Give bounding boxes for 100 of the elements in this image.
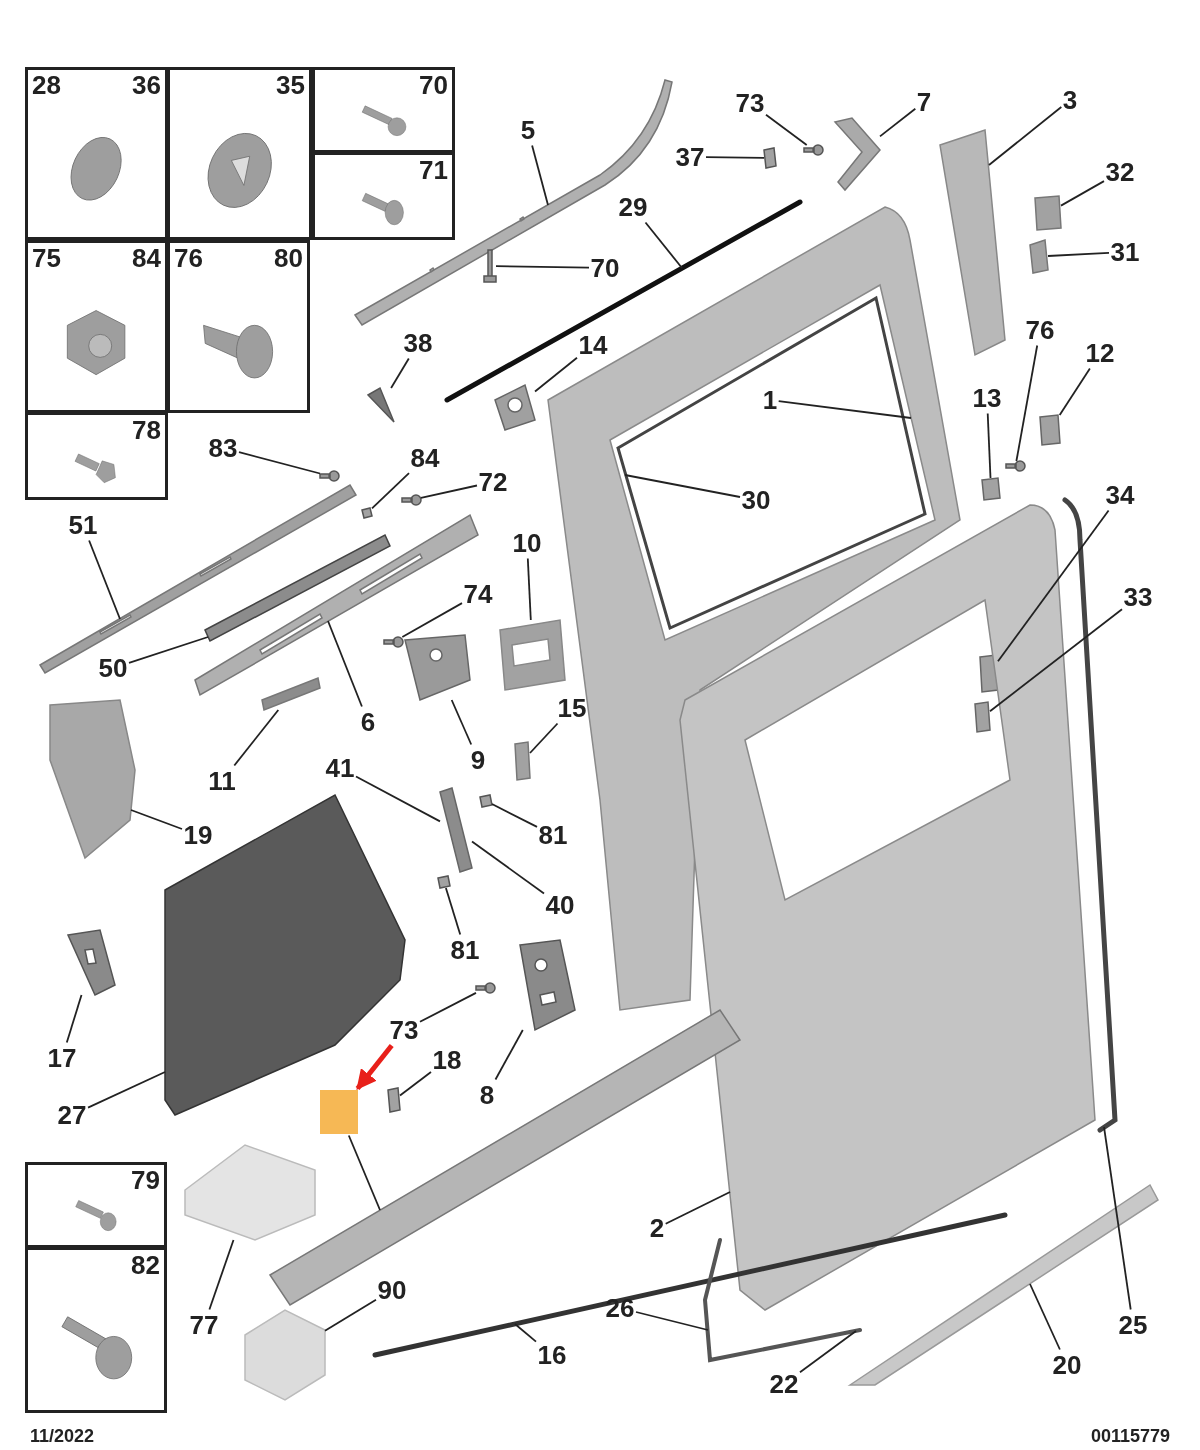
callout-number: 70 bbox=[590, 254, 620, 282]
latch-mechanism bbox=[519, 939, 576, 1031]
leader-line bbox=[355, 775, 441, 823]
callout-number: 40 bbox=[545, 891, 575, 919]
leader-line bbox=[445, 887, 462, 936]
part-inset-cell bbox=[25, 240, 168, 413]
screw bbox=[803, 144, 824, 156]
callout-number: 38 bbox=[403, 329, 433, 357]
leader-line bbox=[401, 602, 463, 638]
handle-bar bbox=[261, 676, 321, 712]
leader-line bbox=[989, 608, 1123, 713]
clip bbox=[479, 794, 493, 808]
pillar-plate bbox=[939, 129, 1006, 357]
callout-number: 84 bbox=[132, 243, 161, 273]
leader-line bbox=[347, 1134, 381, 1211]
callout-number: 72 bbox=[478, 468, 508, 496]
clip bbox=[763, 147, 777, 169]
leader-line bbox=[324, 1298, 377, 1332]
leader-line bbox=[390, 357, 410, 389]
highlight-square bbox=[320, 1090, 358, 1134]
callout-number: 33 bbox=[1123, 583, 1153, 611]
leader-line bbox=[529, 722, 559, 754]
bracket bbox=[66, 929, 116, 997]
leader-line bbox=[327, 620, 363, 708]
leader-line bbox=[664, 1191, 731, 1225]
clip bbox=[437, 875, 451, 889]
leader-line bbox=[399, 1071, 432, 1097]
leader-line bbox=[988, 106, 1063, 166]
leader-line bbox=[494, 1029, 524, 1081]
clip bbox=[361, 507, 373, 519]
leader-line bbox=[777, 400, 912, 419]
callout-number: 14 bbox=[578, 331, 608, 359]
screw bbox=[401, 494, 422, 506]
part-inset-cell bbox=[25, 1162, 167, 1248]
parts-kit-box bbox=[184, 1144, 316, 1241]
part-inset-cell bbox=[167, 67, 312, 240]
callout-number: 76 bbox=[174, 243, 203, 273]
callout-number: 75 bbox=[32, 243, 61, 273]
leader-line bbox=[1015, 344, 1039, 462]
leader-line bbox=[997, 509, 1110, 663]
callout-number: 17 bbox=[47, 1044, 77, 1072]
callout-number: 20 bbox=[1052, 1351, 1082, 1379]
part-inset-cell bbox=[25, 412, 168, 500]
callout-number: 79 bbox=[131, 1165, 160, 1195]
callout-number: 28 bbox=[32, 70, 61, 100]
leader-line bbox=[1058, 367, 1091, 416]
callout-number: 82 bbox=[131, 1250, 160, 1280]
callout-number: 37 bbox=[675, 143, 705, 171]
callout-number: 36 bbox=[132, 70, 161, 100]
callout-number: 18 bbox=[432, 1046, 462, 1074]
part-inset-cell bbox=[25, 67, 168, 240]
bracket bbox=[366, 386, 395, 423]
callout-number: 34 bbox=[1105, 481, 1135, 509]
leader-line bbox=[128, 636, 209, 664]
callout-number: 77 bbox=[189, 1311, 219, 1339]
callout-number: 73 bbox=[735, 89, 765, 117]
clip bbox=[514, 741, 531, 781]
leader-line bbox=[87, 1071, 166, 1109]
callout-number: 13 bbox=[972, 384, 1002, 412]
leader-line bbox=[799, 1330, 857, 1374]
leader-line bbox=[635, 1311, 709, 1331]
leader-line bbox=[65, 994, 83, 1044]
callout-number: 29 bbox=[618, 193, 648, 221]
callout-number: 71 bbox=[419, 155, 448, 185]
part-inset-cell bbox=[25, 1247, 167, 1413]
parts-kit-box bbox=[244, 1309, 326, 1401]
lock-cover bbox=[499, 619, 566, 691]
callout-number: 9 bbox=[470, 746, 486, 774]
leader-line bbox=[495, 265, 590, 269]
callout-number: 11 bbox=[208, 767, 236, 795]
leader-line bbox=[238, 451, 321, 475]
callout-number: 26 bbox=[605, 1294, 635, 1322]
stop-block bbox=[981, 477, 1001, 501]
callout-number: 2 bbox=[649, 1214, 665, 1242]
callout-number: 70 bbox=[419, 70, 448, 100]
cable-rod bbox=[439, 787, 473, 873]
part-inset-cell bbox=[312, 67, 455, 153]
side-moulding bbox=[847, 1183, 1159, 1386]
leader-line bbox=[1047, 251, 1110, 257]
leader-line bbox=[491, 803, 538, 828]
screw bbox=[483, 249, 497, 283]
clip bbox=[1034, 195, 1062, 231]
callout-number: 90 bbox=[377, 1276, 407, 1304]
callout-number: 7 bbox=[916, 88, 932, 116]
callout-number: 3 bbox=[1062, 86, 1078, 114]
leader-line bbox=[534, 356, 578, 393]
leader-line bbox=[233, 709, 280, 767]
leader-line bbox=[531, 144, 549, 206]
callout-number: 6 bbox=[360, 708, 376, 736]
roller bbox=[494, 384, 536, 431]
callout-number: 5 bbox=[520, 116, 536, 144]
part-inset-cell bbox=[167, 240, 310, 413]
ring-clip bbox=[1029, 239, 1049, 274]
stop-block bbox=[1039, 414, 1061, 446]
screw bbox=[1005, 460, 1026, 472]
leader-line bbox=[514, 1323, 537, 1343]
insulation-sheet bbox=[49, 699, 136, 860]
callout-number: 51 bbox=[68, 511, 98, 539]
callout-number: 12 bbox=[1085, 339, 1115, 367]
leader-line bbox=[420, 484, 478, 499]
